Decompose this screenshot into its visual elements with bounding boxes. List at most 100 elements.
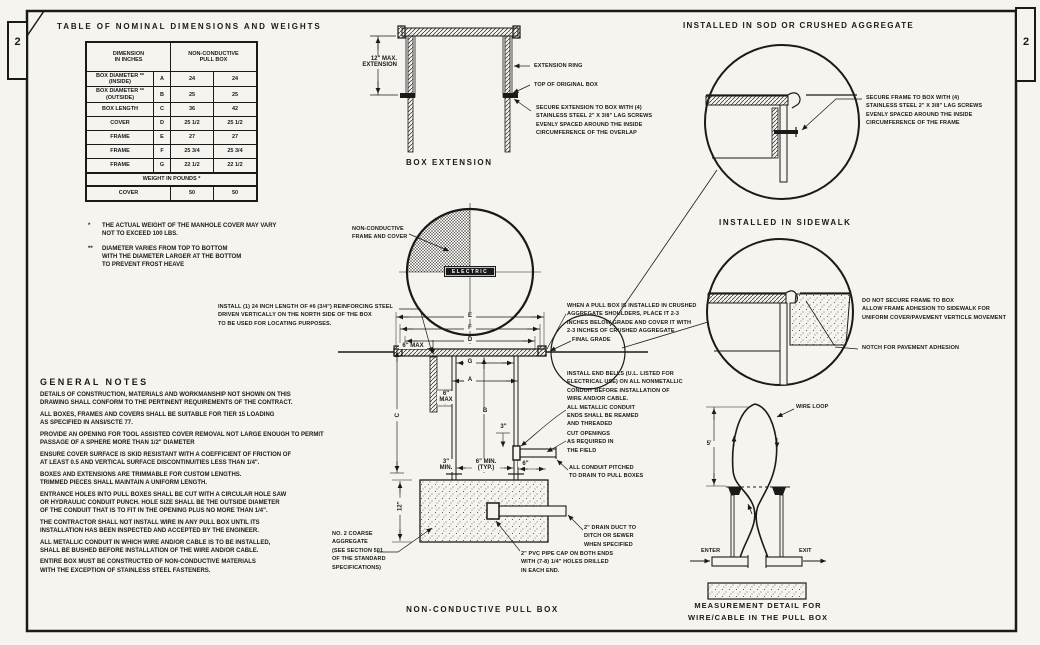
electric-cover-label: ELECTRIC: [444, 266, 496, 277]
general-notes: DETAILS OF CONSTRUCTION, MATERIALS AND W…: [40, 391, 350, 578]
cell-label: COVER: [85, 115, 154, 131]
table-header-row: DIMENSION IN INCHES NON-CONDUCTIVE PULL …: [85, 41, 258, 72]
cell-value: 27: [170, 129, 214, 145]
general-note: THE CONTRACTOR SHALL NOT INSTALL WIRE IN…: [40, 519, 260, 534]
cell-value: 24: [170, 70, 214, 88]
end-bells-note: INSTALL END BELLS (U.L. LISTED FOR ELECT…: [567, 371, 683, 428]
table-row: BOX LENGTH C 36 42: [85, 101, 258, 117]
extension-ring-label: EXTENSION RING: [534, 63, 583, 69]
cell-label: FRAME: [85, 157, 154, 174]
sheet-border: [7, 7, 1036, 633]
cell-value: 25 1/2: [170, 115, 214, 131]
cell-value: 22 1/2: [170, 157, 214, 174]
cell-letter: C: [153, 101, 171, 117]
rebar-note: INSTALL (1) 24 INCH LENGTH OF #6 (3/4") …: [218, 304, 393, 327]
cell-letter: G: [153, 157, 171, 174]
cell-label: BOX DIAMETER ** (INSIDE): [85, 70, 154, 88]
dim-6: 6": [518, 461, 533, 468]
sidewalk-detail-drawing: [706, 238, 859, 386]
dim-a: A: [464, 377, 476, 384]
table-row: COVER D 25 1/2 25 1/2: [85, 115, 258, 131]
dim-e: E: [464, 313, 476, 320]
dim-12: 12": [397, 497, 404, 515]
measurement-detail-title: MEASUREMENT DETAIL FOR WIRE/CABLE IN THE…: [687, 601, 829, 622]
general-note: ENTRANCE HOLES INTO PULL BOXES SHALL BE …: [40, 491, 287, 514]
enter-label: ENTER: [701, 548, 721, 554]
secure-frame-note: SECURE FRAME TO BOX WITH (4) STAINLESS S…: [866, 95, 983, 127]
cell-value: 25 3/4: [213, 143, 258, 159]
table-row: FRAME F 25 3/4 25 3/4: [85, 143, 258, 159]
dim-d: D: [464, 337, 476, 344]
box-extension-drawing: [370, 25, 532, 153]
wire-loop-label: WIRE LOOP: [796, 404, 829, 410]
coarse-aggregate-note: NO. 2 COARSE AGGREGATE (SEE SECTION 501 …: [332, 531, 386, 571]
cell-label: BOX DIAMETER ** (OUTSIDE): [85, 86, 154, 103]
cell-value: 50: [213, 185, 258, 202]
cell-value: 22 1/2: [213, 157, 258, 174]
box-extension-title: BOX EXTENSION: [406, 158, 493, 167]
table-weight-header-row: WEIGHT IN POUNDS *: [85, 171, 258, 187]
table-row: FRAME E 27 27: [85, 129, 258, 145]
footnote: ** DIAMETER VARIES FROM TOP TO BOTTOM WI…: [88, 245, 241, 270]
table-row: COVER 50 50: [85, 185, 258, 202]
general-note: DETAILS OF CONSTRUCTION, MATERIALS AND W…: [40, 392, 293, 407]
cell-value: 24: [213, 70, 258, 88]
dim-6max-top: 6" MAX: [399, 343, 427, 350]
cell-value: 36: [170, 101, 214, 117]
cell-value: 25: [213, 86, 258, 103]
cut-openings-note: CUT OPENINGS AS REQUIRED IN THE FIELD: [567, 431, 614, 454]
footnote-marker: *: [88, 223, 91, 229]
box-extension-dim-label: 12" MAX. EXTENSION: [360, 56, 398, 69]
final-grade-label: FINAL GRADE: [572, 337, 611, 343]
table-row: BOX DIAMETER ** (OUTSIDE) B 25 25: [85, 86, 258, 103]
sheet-number-tab-left: 2: [14, 36, 21, 48]
cell-letter: B: [153, 86, 171, 103]
frame-and-cover-label: NON-CONDUCTIVE FRAME AND COVER: [352, 226, 408, 241]
dim-5ft: 5': [703, 441, 715, 448]
cell-value: 42: [213, 101, 258, 117]
cell-value: 25 3/4: [170, 143, 214, 159]
sheet-number-tab-right: 2: [1022, 36, 1030, 48]
header-pullbox: NON-CONDUCTIVE PULL BOX: [170, 41, 258, 72]
pull-box-title: NON-CONDUCTIVE PULL BOX: [406, 605, 559, 614]
cell-value: 25: [170, 86, 214, 103]
dim-6max-side: 6" MAX: [437, 391, 455, 404]
aggregate-shoulder-note: WHEN A PULL BOX IS INSTALLED IN CRUSHED …: [567, 303, 697, 335]
general-note: ENTIRE BOX MUST BE CONSTRUCTED OF NON-CO…: [40, 559, 256, 574]
top-of-original-box-label: TOP OF ORIGINAL BOX: [534, 82, 598, 88]
drain-duct-note: 2" DRAIN DUCT TO DITCH OR SEWER WHEN SPE…: [584, 525, 637, 548]
pipe-cap-note: 2" PVC PIPE CAP ON BOTH ENDS WITH (7-8) …: [521, 551, 614, 574]
dim-3: 3": [496, 424, 511, 431]
cell-letter: D: [153, 115, 171, 131]
sod-detail-drawing: [704, 44, 862, 200]
cell-label: FRAME: [85, 129, 154, 145]
cell-label: BOX LENGTH: [85, 101, 154, 117]
exit-label: EXIT: [799, 548, 812, 554]
table-row: BOX DIAMETER ** (INSIDE) A 24 24: [85, 70, 258, 88]
cell-value: 50: [170, 185, 214, 202]
general-note: ALL BOXES, FRAMES AND COVERS SHALL BE SU…: [40, 411, 275, 427]
dim-b: B: [479, 408, 491, 415]
general-note: PROVIDE AN OPENING FOR TOOL ASSISTED COV…: [40, 431, 324, 447]
table-row: FRAME G 22 1/2 22 1/2: [85, 157, 258, 174]
cell-letter: A: [153, 70, 171, 88]
cell-letter: F: [153, 143, 171, 159]
footnote-text: THE ACTUAL WEIGHT OF THE MANHOLE COVER M…: [102, 223, 277, 238]
general-note: ALL METALLIC CONDUIT IN WHICH WIRE AND/O…: [40, 539, 271, 554]
cell-value: 25 1/2: [213, 115, 258, 131]
general-note: ENSURE COVER SURFACE IS SKID RESISTANT W…: [40, 451, 292, 466]
dim-3min: 3" MIN.: [437, 459, 455, 472]
dim-f: F: [464, 325, 476, 332]
cell-label: FRAME: [85, 143, 154, 159]
dim-6min-typ: 6" MIN. (TYP.): [472, 459, 500, 472]
secure-extension-note: SECURE EXTENSION TO BOX WITH (4) STAINLE…: [536, 105, 653, 137]
sod-detail-title: INSTALLED IN SOD OR CRUSHED AGGREGATE: [683, 21, 915, 30]
frame-detail-circle: [550, 314, 626, 390]
sod-detail-circle: [704, 44, 860, 200]
general-note: BOXES AND EXTENSIONS ARE TRIMMABLE FOR C…: [40, 471, 242, 486]
general-notes-title: GENERAL NOTES: [40, 377, 149, 387]
dimensions-table-title: TABLE OF NOMINAL DIMENSIONS AND WEIGHTS: [57, 22, 322, 31]
footnote: * THE ACTUAL WEIGHT OF THE MANHOLE COVER…: [88, 222, 276, 238]
